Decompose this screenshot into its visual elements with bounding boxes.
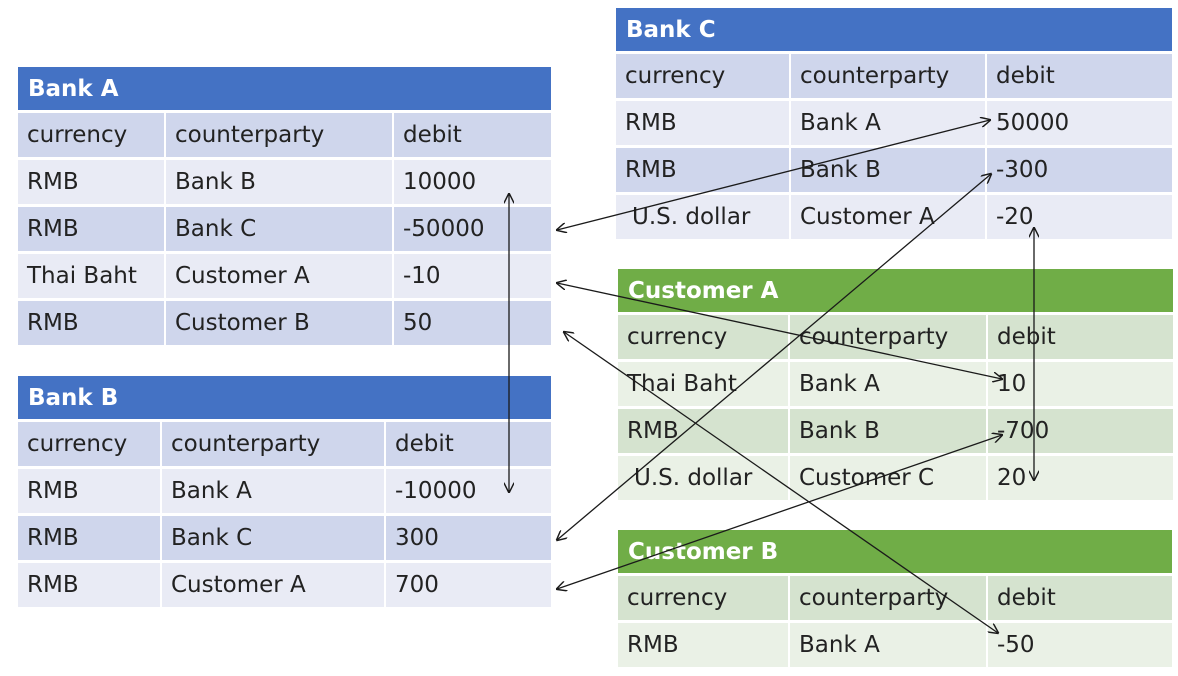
currency-cell: Thai Baht — [618, 362, 790, 409]
ledger-bank-c: Bank C currency counterparty debit RMB B… — [616, 8, 1172, 239]
ledger-bank-a: Bank A currency counterparty debit RMB B… — [18, 67, 551, 345]
table-row: RMB Bank B 10000 — [18, 160, 551, 207]
currency-cell: RMB — [18, 516, 162, 563]
debit-cell: 50 — [394, 301, 551, 345]
table-row: U.S. dollar Customer C 20 — [618, 456, 1173, 500]
counterparty-cell: Bank A — [790, 362, 988, 409]
debit-cell: 20 — [988, 456, 1173, 500]
currency-cell: RMB — [18, 563, 162, 607]
table-row: RMB Bank A -10000 — [18, 469, 551, 516]
table-row: U.S. dollar Customer A -20 — [616, 195, 1172, 239]
column-header-counterparty: counterparty — [166, 113, 394, 160]
column-header-counterparty: counterparty — [791, 54, 987, 101]
column-header-counterparty: counterparty — [162, 422, 386, 469]
currency-cell: U.S. dollar — [618, 456, 790, 500]
table-row: RMB Bank B -300 — [616, 148, 1172, 195]
counterparty-cell: Customer C — [790, 456, 988, 500]
ledger-title: Bank B — [18, 376, 551, 422]
table-row: RMB Bank C 300 — [18, 516, 551, 563]
table-row: Thai Baht Customer A -10 — [18, 254, 551, 301]
counterparty-cell: Bank C — [166, 207, 394, 254]
currency-cell: RMB — [18, 207, 166, 254]
ledger-title: Customer A — [618, 269, 1173, 315]
currency-cell: RMB — [18, 469, 162, 516]
column-header-debit: debit — [394, 113, 551, 160]
counterparty-cell: Bank B — [790, 409, 988, 456]
currency-cell: RMB — [618, 409, 790, 456]
currency-cell: RMB — [18, 301, 166, 345]
currency-cell: RMB — [616, 101, 791, 148]
column-header-currency: currency — [18, 422, 162, 469]
currency-cell: Thai Baht — [18, 254, 166, 301]
table-row: RMB Bank B -700 — [618, 409, 1173, 456]
table-row: RMB Bank A 50000 — [616, 101, 1172, 148]
ledger-title: Bank C — [616, 8, 1172, 54]
debit-cell: -700 — [988, 409, 1173, 456]
column-header-currency: currency — [18, 113, 166, 160]
debit-cell: 300 — [386, 516, 551, 563]
column-header-counterparty: counterparty — [790, 315, 988, 362]
ledger-bank-b: Bank B currency counterparty debit RMB B… — [18, 376, 551, 607]
counterparty-cell: Bank C — [162, 516, 386, 563]
column-header-debit: debit — [987, 54, 1172, 101]
ledger-customer-b: Customer B currency counterparty debit R… — [618, 530, 1172, 667]
counterparty-cell: Bank A — [162, 469, 386, 516]
column-header-debit: debit — [386, 422, 551, 469]
table-row: RMB Customer B 50 — [18, 301, 551, 345]
counterparty-cell: Customer B — [166, 301, 394, 345]
column-header-currency: currency — [618, 576, 790, 623]
column-header-debit: debit — [988, 315, 1173, 362]
debit-cell: -50000 — [394, 207, 551, 254]
currency-cell: RMB — [618, 623, 790, 667]
ledger-title: Customer B — [618, 530, 1172, 576]
table-row: Thai Baht Bank A 10 — [618, 362, 1173, 409]
column-header-debit: debit — [988, 576, 1172, 623]
column-header-currency: currency — [618, 315, 790, 362]
column-header-currency: currency — [616, 54, 791, 101]
table-row: RMB Customer A 700 — [18, 563, 551, 607]
table-row: RMB Bank A -50 — [618, 623, 1172, 667]
counterparty-cell: Bank B — [791, 148, 987, 195]
debit-cell: 10 — [988, 362, 1173, 409]
counterparty-cell: Customer A — [791, 195, 987, 239]
debit-cell: -10 — [394, 254, 551, 301]
counterparty-cell: Bank A — [791, 101, 987, 148]
counterparty-cell: Customer A — [162, 563, 386, 607]
debit-cell: -10000 — [386, 469, 551, 516]
counterparty-cell: Bank A — [790, 623, 988, 667]
column-header-counterparty: counterparty — [790, 576, 988, 623]
currency-cell: RMB — [18, 160, 166, 207]
table-row: RMB Bank C -50000 — [18, 207, 551, 254]
counterparty-cell: Bank B — [166, 160, 394, 207]
debit-cell: 50000 — [987, 101, 1172, 148]
debit-cell: -20 — [987, 195, 1172, 239]
counterparty-cell: Customer A — [166, 254, 394, 301]
debit-cell: -50 — [988, 623, 1172, 667]
debit-cell: 700 — [386, 563, 551, 607]
debit-cell: 10000 — [394, 160, 551, 207]
currency-cell: U.S. dollar — [616, 195, 791, 239]
ledger-customer-a: Customer A currency counterparty debit T… — [618, 269, 1173, 500]
debit-cell: -300 — [987, 148, 1172, 195]
currency-cell: RMB — [616, 148, 791, 195]
ledger-title: Bank A — [18, 67, 551, 113]
